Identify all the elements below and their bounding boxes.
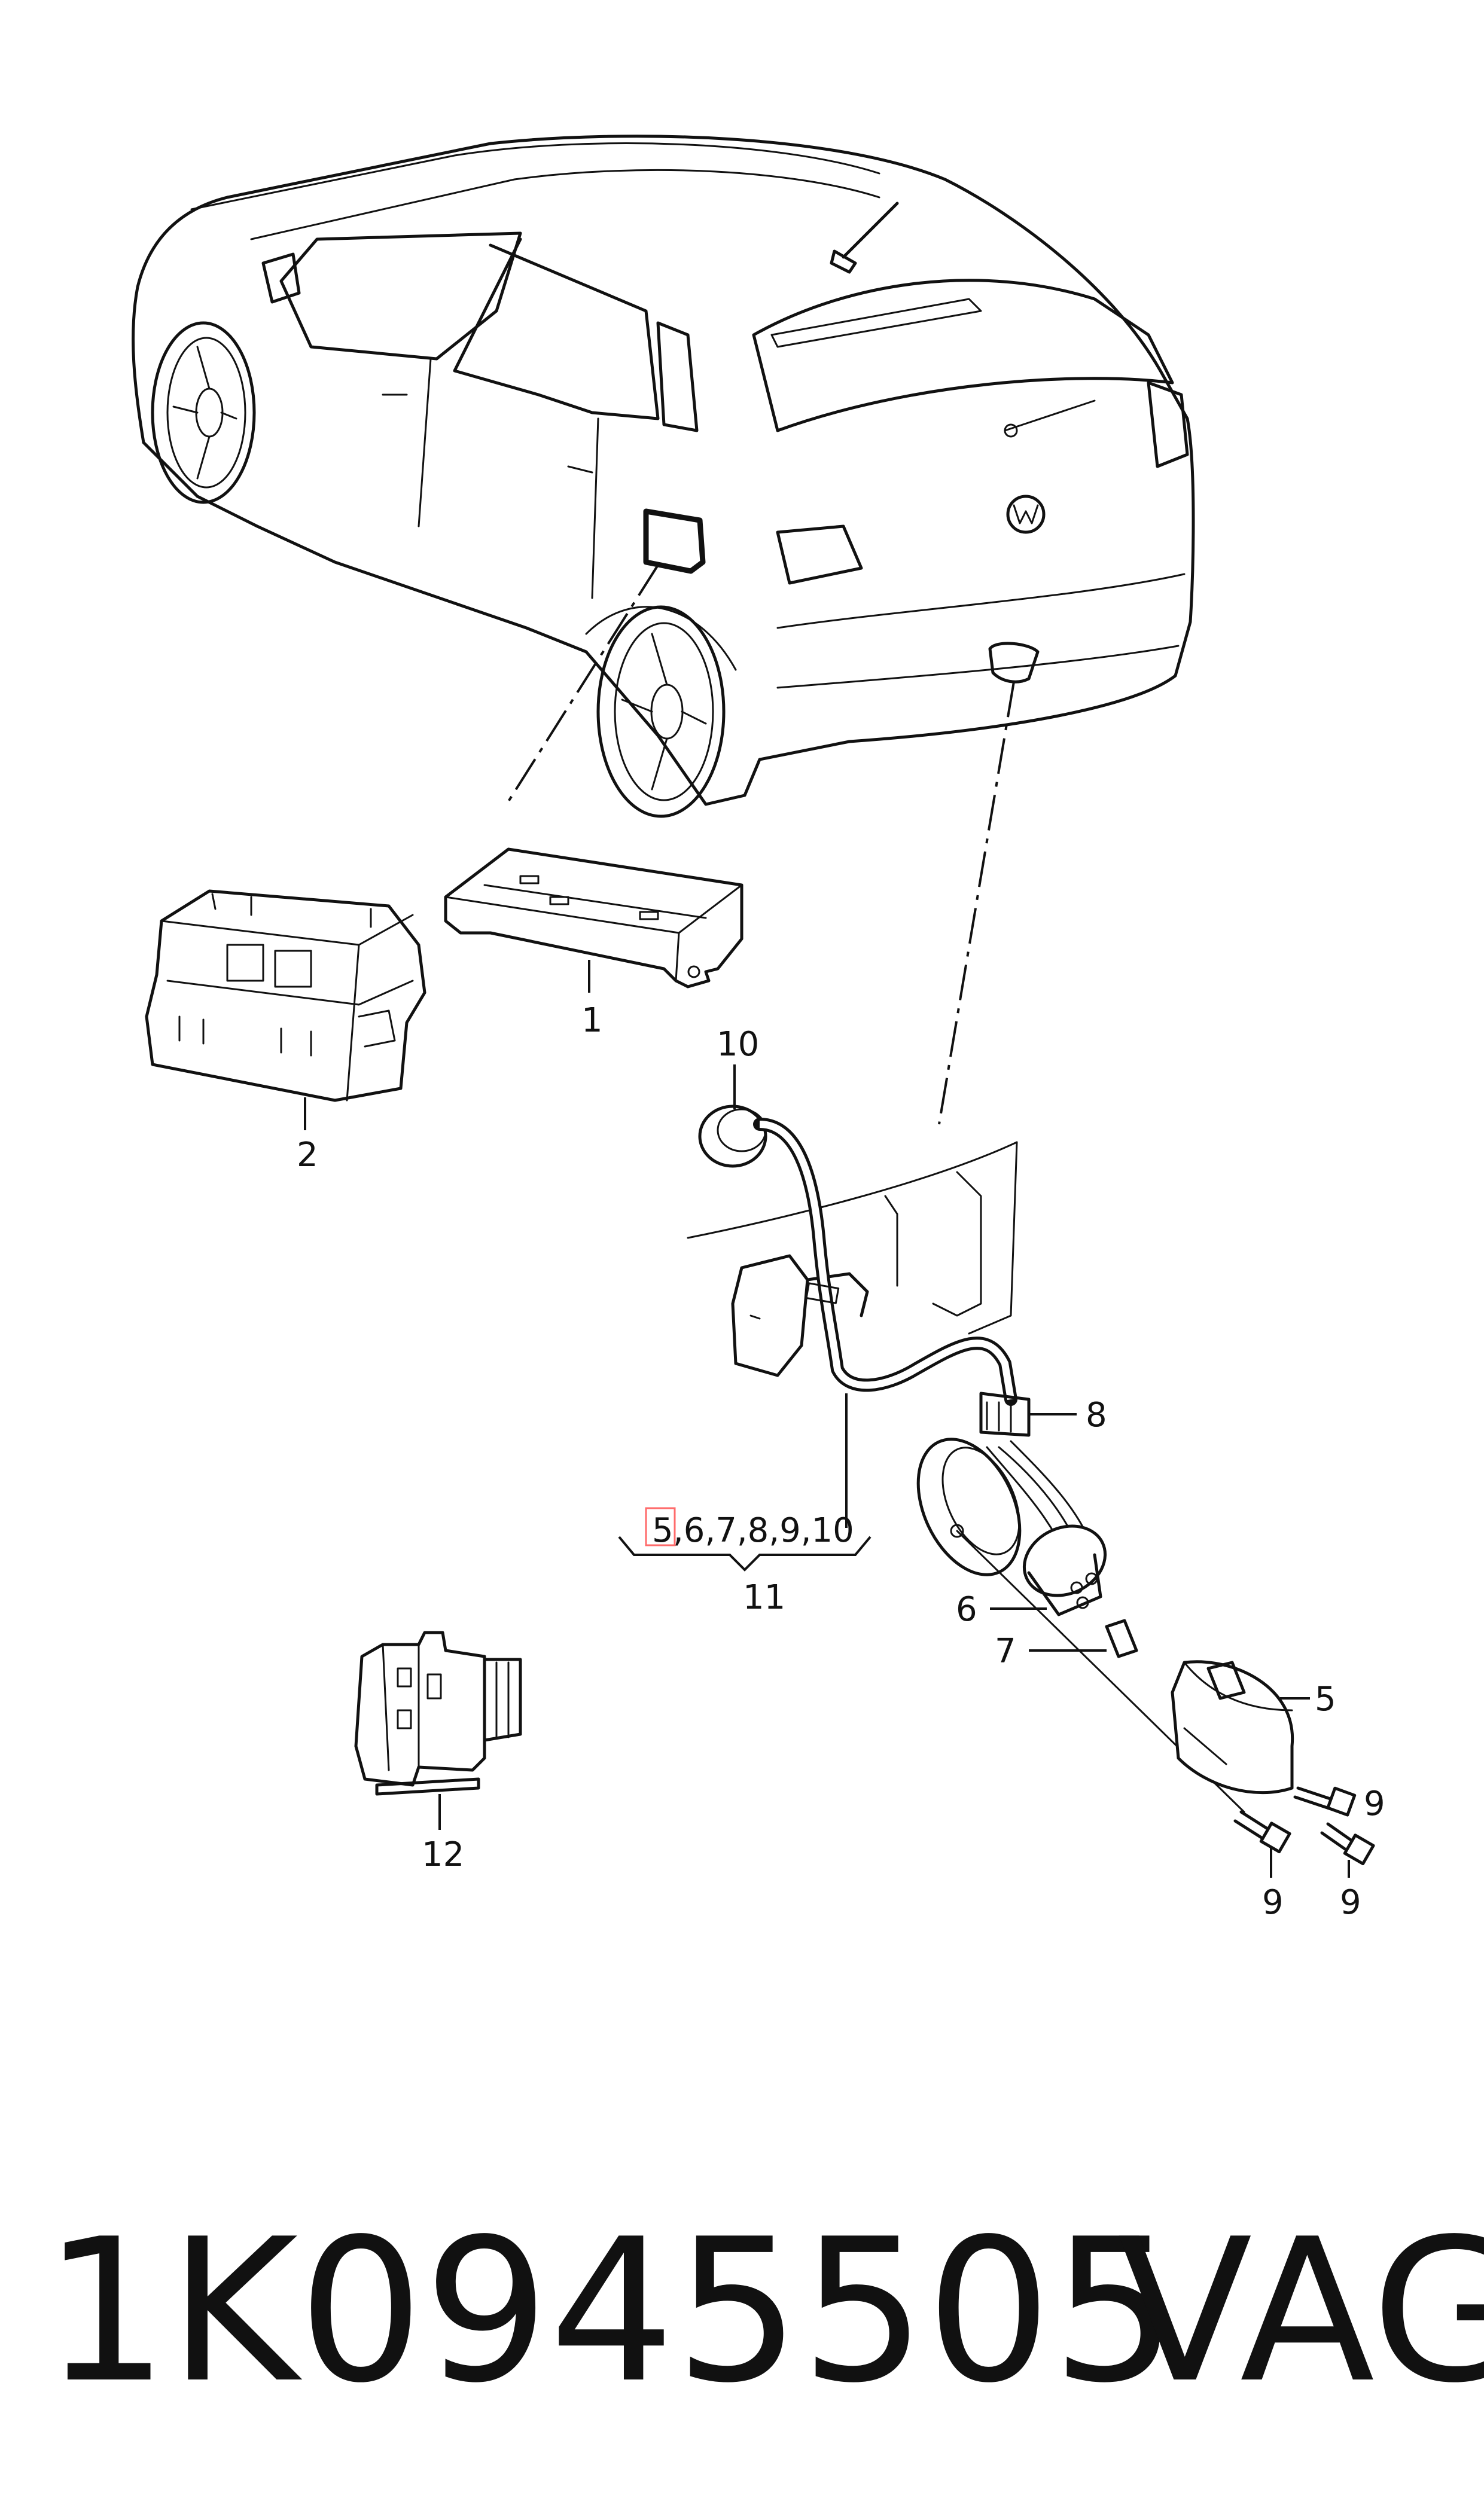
screw-9-left [1233, 1810, 1291, 1854]
leader-tow-cover [938, 681, 1015, 1125]
callout-10: 10 [717, 1025, 759, 1064]
callout-9-top: 9 [1364, 1784, 1385, 1823]
highlight-box [645, 1507, 676, 1546]
group-brace [618, 1536, 871, 1572]
part-2-relay-box [145, 889, 426, 1130]
screw-9-top [1293, 1786, 1357, 1817]
part-1-control-module [444, 847, 743, 993]
callout-9-right: 9 [1340, 1883, 1361, 1922]
callout-9-left: 9 [1262, 1883, 1284, 1922]
callout-7: 7 [995, 1632, 1016, 1671]
leader-fuel-door [507, 564, 659, 803]
tow-socket-assembly [687, 1105, 1375, 1866]
car-illustration [132, 135, 1195, 818]
callout-2: 2 [297, 1136, 318, 1174]
callout-12: 12 [422, 1835, 464, 1874]
callout-6: 6 [956, 1590, 977, 1629]
callout-5: 5 [1315, 1680, 1336, 1719]
part-12-adapter [354, 1631, 522, 1830]
group-label-highlight: 5 [652, 1511, 674, 1550]
callout-1: 1 [581, 1001, 603, 1040]
brand-label: VAG [1117, 2196, 1484, 2426]
part-number: 1K0945505 [43, 2196, 1178, 2426]
screw-9-right [1320, 1822, 1375, 1866]
callout-11: 11 [743, 1578, 785, 1617]
callout-8: 8 [1086, 1396, 1107, 1435]
group-label-rest: ,6,7,8,9,10 [673, 1511, 854, 1550]
